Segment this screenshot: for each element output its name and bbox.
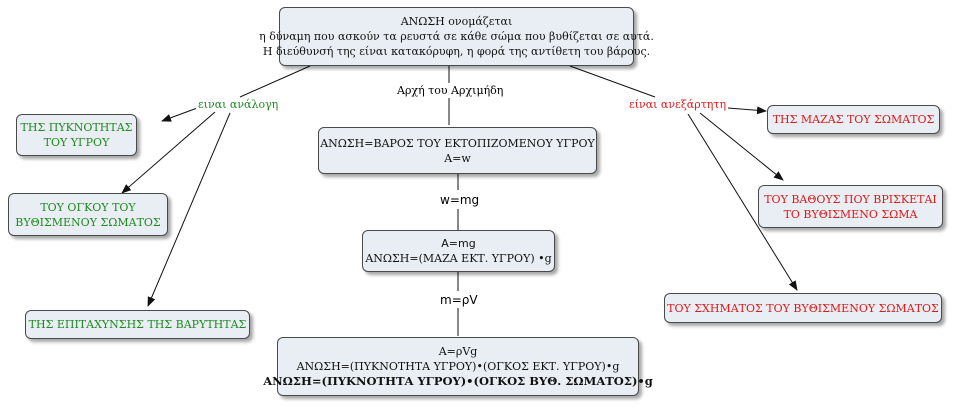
ogkos-line1: ΤΟΥ ΟΓΚΟΥ ΤΟΥ <box>40 200 136 214</box>
box3-line3: ΑΝΩΣΗ=(ΠΥΚΝΟΤΗΤΑ ΥΓΡΟΥ)•(ΟΓΚΟΣ ΒΥΘ. ΣΩΜΑ… <box>263 374 653 388</box>
epitaxynsi-line1: ΤΗΣ ΕΠΙΤΑΧΥΝΣΗΣ ΤΗΣ ΒΑΡΥΤΗΤΑΣ <box>28 318 247 331</box>
label-archimidis: Αρχή του Αρχιμήδη <box>395 84 506 98</box>
node-epitaxynsi-varytitas: ΤΗΣ ΕΠΙΤΑΧΥΝΣΗΣ ΤΗΣ ΒΑΡΥΤΗΤΑΣ <box>25 310 250 339</box>
anosi-definition-line1: ΑΝΩΣΗ ονομάζεται <box>400 15 513 28</box>
box1-line2: A=w <box>444 151 471 165</box>
box3-line1: A=ρVg <box>438 345 478 358</box>
vathos-line2: ΤΟ ΒΥΘΙΣΜΕΝΟ ΣΩΜΑ <box>783 207 918 221</box>
maza-line1: ΤΗΣ ΜΑΖΑΣ ΤΟΥ ΣΩΜΑΤΟΣ <box>772 113 935 126</box>
label-anexartiti: είναι ανεξάρτητη <box>627 98 729 112</box>
node-ogkos-vythismenou: ΤΟΥ ΟΓΚΟΥ ΤΟΥ ΒΥΘΙΣΜΕΝΟΥ ΣΩΜΑΤΟΣ <box>8 193 168 236</box>
node-anosi-definition: ΑΝΩΣΗ ονομάζεται η δύναμη που ασκούν τα … <box>259 7 654 66</box>
vathos-line1: ΤΟΥ ΒΑΘΟΥΣ ΠΟΥ ΒΡΙΣΚΕΤΑΙ <box>764 192 937 206</box>
node-pyknotita-ygrou: ΤΗΣ ΠΥΚΝΟΤΗΤΑΣ ΤΟΥ ΥΓΡΟΥ <box>16 114 137 156</box>
node-schima-vythismenou: ΤΟΥ ΣΧΗΜΑΤΟΣ ΤΟΥ ΒΥΘΙΣΜΕΝΟΥ ΣΩΜΑΤΟΣ <box>664 293 942 323</box>
box2-line2: ΑΝΩΣΗ=(ΜΑΖΑ ΕΚΤ. ΥΓΡΟΥ) •g <box>365 252 552 265</box>
label-m-rhov: m=ρV <box>438 293 480 307</box>
anosi-definition-line3: Η διεύθυνσή της είναι κατακόρυφη, η φορά… <box>262 45 651 58</box>
node-maza-somatos: ΤΗΣ ΜΑΖΑΣ ΤΟΥ ΣΩΜΑΤΟΣ <box>767 105 940 134</box>
edge-analogi-to-epitaxynsi <box>147 112 231 307</box>
box2-line1: A=mg <box>441 237 476 250</box>
node-anosi-varos-ektopizomenou: ΑΝΩΣΗ=ΒΑΡΟΣ ΤΟΥ ΕΚΤΟΠΙΖΟΜΕΝΟΥ ΥΓΡΟΥ A=w <box>318 127 597 174</box>
edge-top-to-analogi <box>239 65 311 98</box>
node-vathos-vythismenou: ΤΟΥ ΒΑΘΟΥΣ ΠΟΥ ΒΡΙΣΚΕΤΑΙ ΤΟ ΒΥΘΙΣΜΕΝΟ ΣΩ… <box>758 185 943 228</box>
node-a-mg: A=mg ΑΝΩΣΗ=(ΜΑΖΑ ΕΚΤ. ΥΓΡΟΥ) •g <box>362 230 555 272</box>
pyknotita-line1: ΤΗΣ ΠΥΚΝΟΤΗΤΑΣ <box>20 121 133 134</box>
ogkos-line2: ΒΥΘΙΣΜΕΝΟΥ ΣΩΜΑΤΟΣ <box>15 215 161 229</box>
schima-line1: ΤΟΥ ΣΧΗΜΑΤΟΣ ΤΟΥ ΒΥΘΙΣΜΕΝΟΥ ΣΩΜΑΤΟΣ <box>667 301 939 315</box>
box3-line2: ΑΝΩΣΗ=(ΠΥΚΝΟΤΗΤΑ ΥΓΡΟΥ)•(ΟΓΚΟΣ ΕΚΤ. ΥΓΡΟ… <box>296 360 620 373</box>
edge-analogi-to-pyknotita <box>161 106 201 122</box>
edge-analogi-to-ogkos <box>121 111 216 194</box>
edge-anexartiti-to-schima <box>687 113 798 291</box>
node-a-rhovg: A=ρVg ΑΝΩΣΗ=(ΠΥΚΝΟΤΗΤΑ ΥΓΡΟΥ)•(ΟΓΚΟΣ ΕΚΤ… <box>263 337 653 396</box>
label-w-mg: w=mg <box>438 193 482 207</box>
edge-top-to-anexartiti <box>569 65 656 98</box>
edge-anexartiti-to-vathos <box>699 112 784 181</box>
pyknotita-line2: ΤΟΥ ΥΓΡΟΥ <box>43 136 110 149</box>
box1-line1: ΑΝΩΣΗ=ΒΑΡΟΣ ΤΟΥ ΕΚΤΟΠΙΖΟΜΕΝΟΥ ΥΓΡΟΥ <box>320 136 595 150</box>
label-analogi: ειναι ανάλογη <box>196 98 281 112</box>
anosi-definition-line2: η δύναμη που ασκούν τα ρευστά σε κάθε σώ… <box>259 30 654 43</box>
